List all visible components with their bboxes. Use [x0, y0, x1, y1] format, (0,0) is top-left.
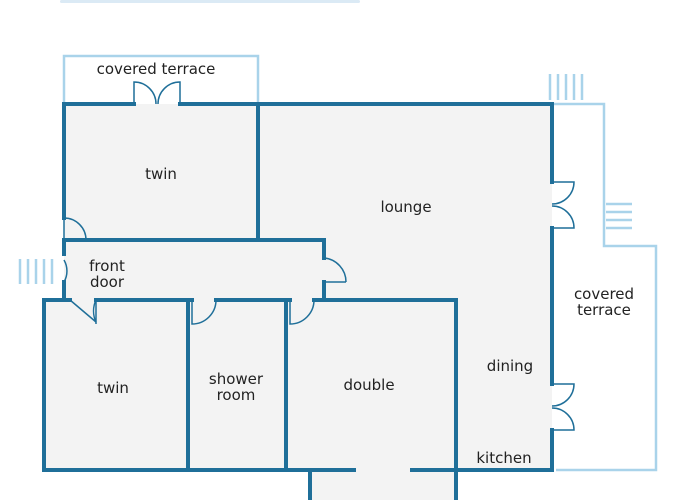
label-twin-lower: twin	[97, 379, 129, 397]
terrace-outlines	[62, 54, 658, 472]
label-twin-upper: twin	[145, 165, 177, 183]
double-room-door	[289, 299, 315, 325]
lounge-terrace-double-door	[551, 181, 575, 229]
steps-top-right	[548, 74, 584, 100]
room-labels: covered terrace twin lounge front door c…	[89, 60, 634, 467]
floor-fills	[44, 104, 552, 500]
front-door	[63, 217, 87, 241]
label-front-door-line1: front	[89, 257, 125, 275]
steps	[18, 74, 632, 284]
label-double: double	[343, 376, 394, 394]
dining-terrace-double-door	[551, 383, 575, 431]
hallway-lounge-door	[323, 257, 347, 283]
label-shower-room-line1: shower	[209, 370, 264, 388]
label-front-door-line2: door	[90, 273, 125, 291]
terrace-double-door-top	[133, 81, 181, 105]
hall-door-left	[69, 299, 97, 324]
label-covered-terrace-right-line1: covered	[574, 285, 634, 303]
label-kitchen: kitchen	[476, 449, 531, 467]
label-lounge: lounge	[380, 198, 431, 216]
top-terrace-outline	[62, 54, 260, 104]
steps-right	[606, 202, 632, 230]
side-door-left	[63, 259, 68, 283]
walls	[42, 102, 554, 500]
right-terrace-outline	[552, 102, 658, 472]
label-covered-terrace-top: covered terrace	[97, 60, 216, 78]
label-dining: dining	[487, 357, 533, 375]
header-bar	[60, 0, 360, 3]
label-covered-terrace-right-line2: terrace	[577, 301, 631, 319]
steps-left	[18, 259, 54, 284]
doors	[63, 81, 575, 431]
label-shower-room-line2: room	[217, 386, 256, 404]
shower-door	[191, 299, 217, 325]
